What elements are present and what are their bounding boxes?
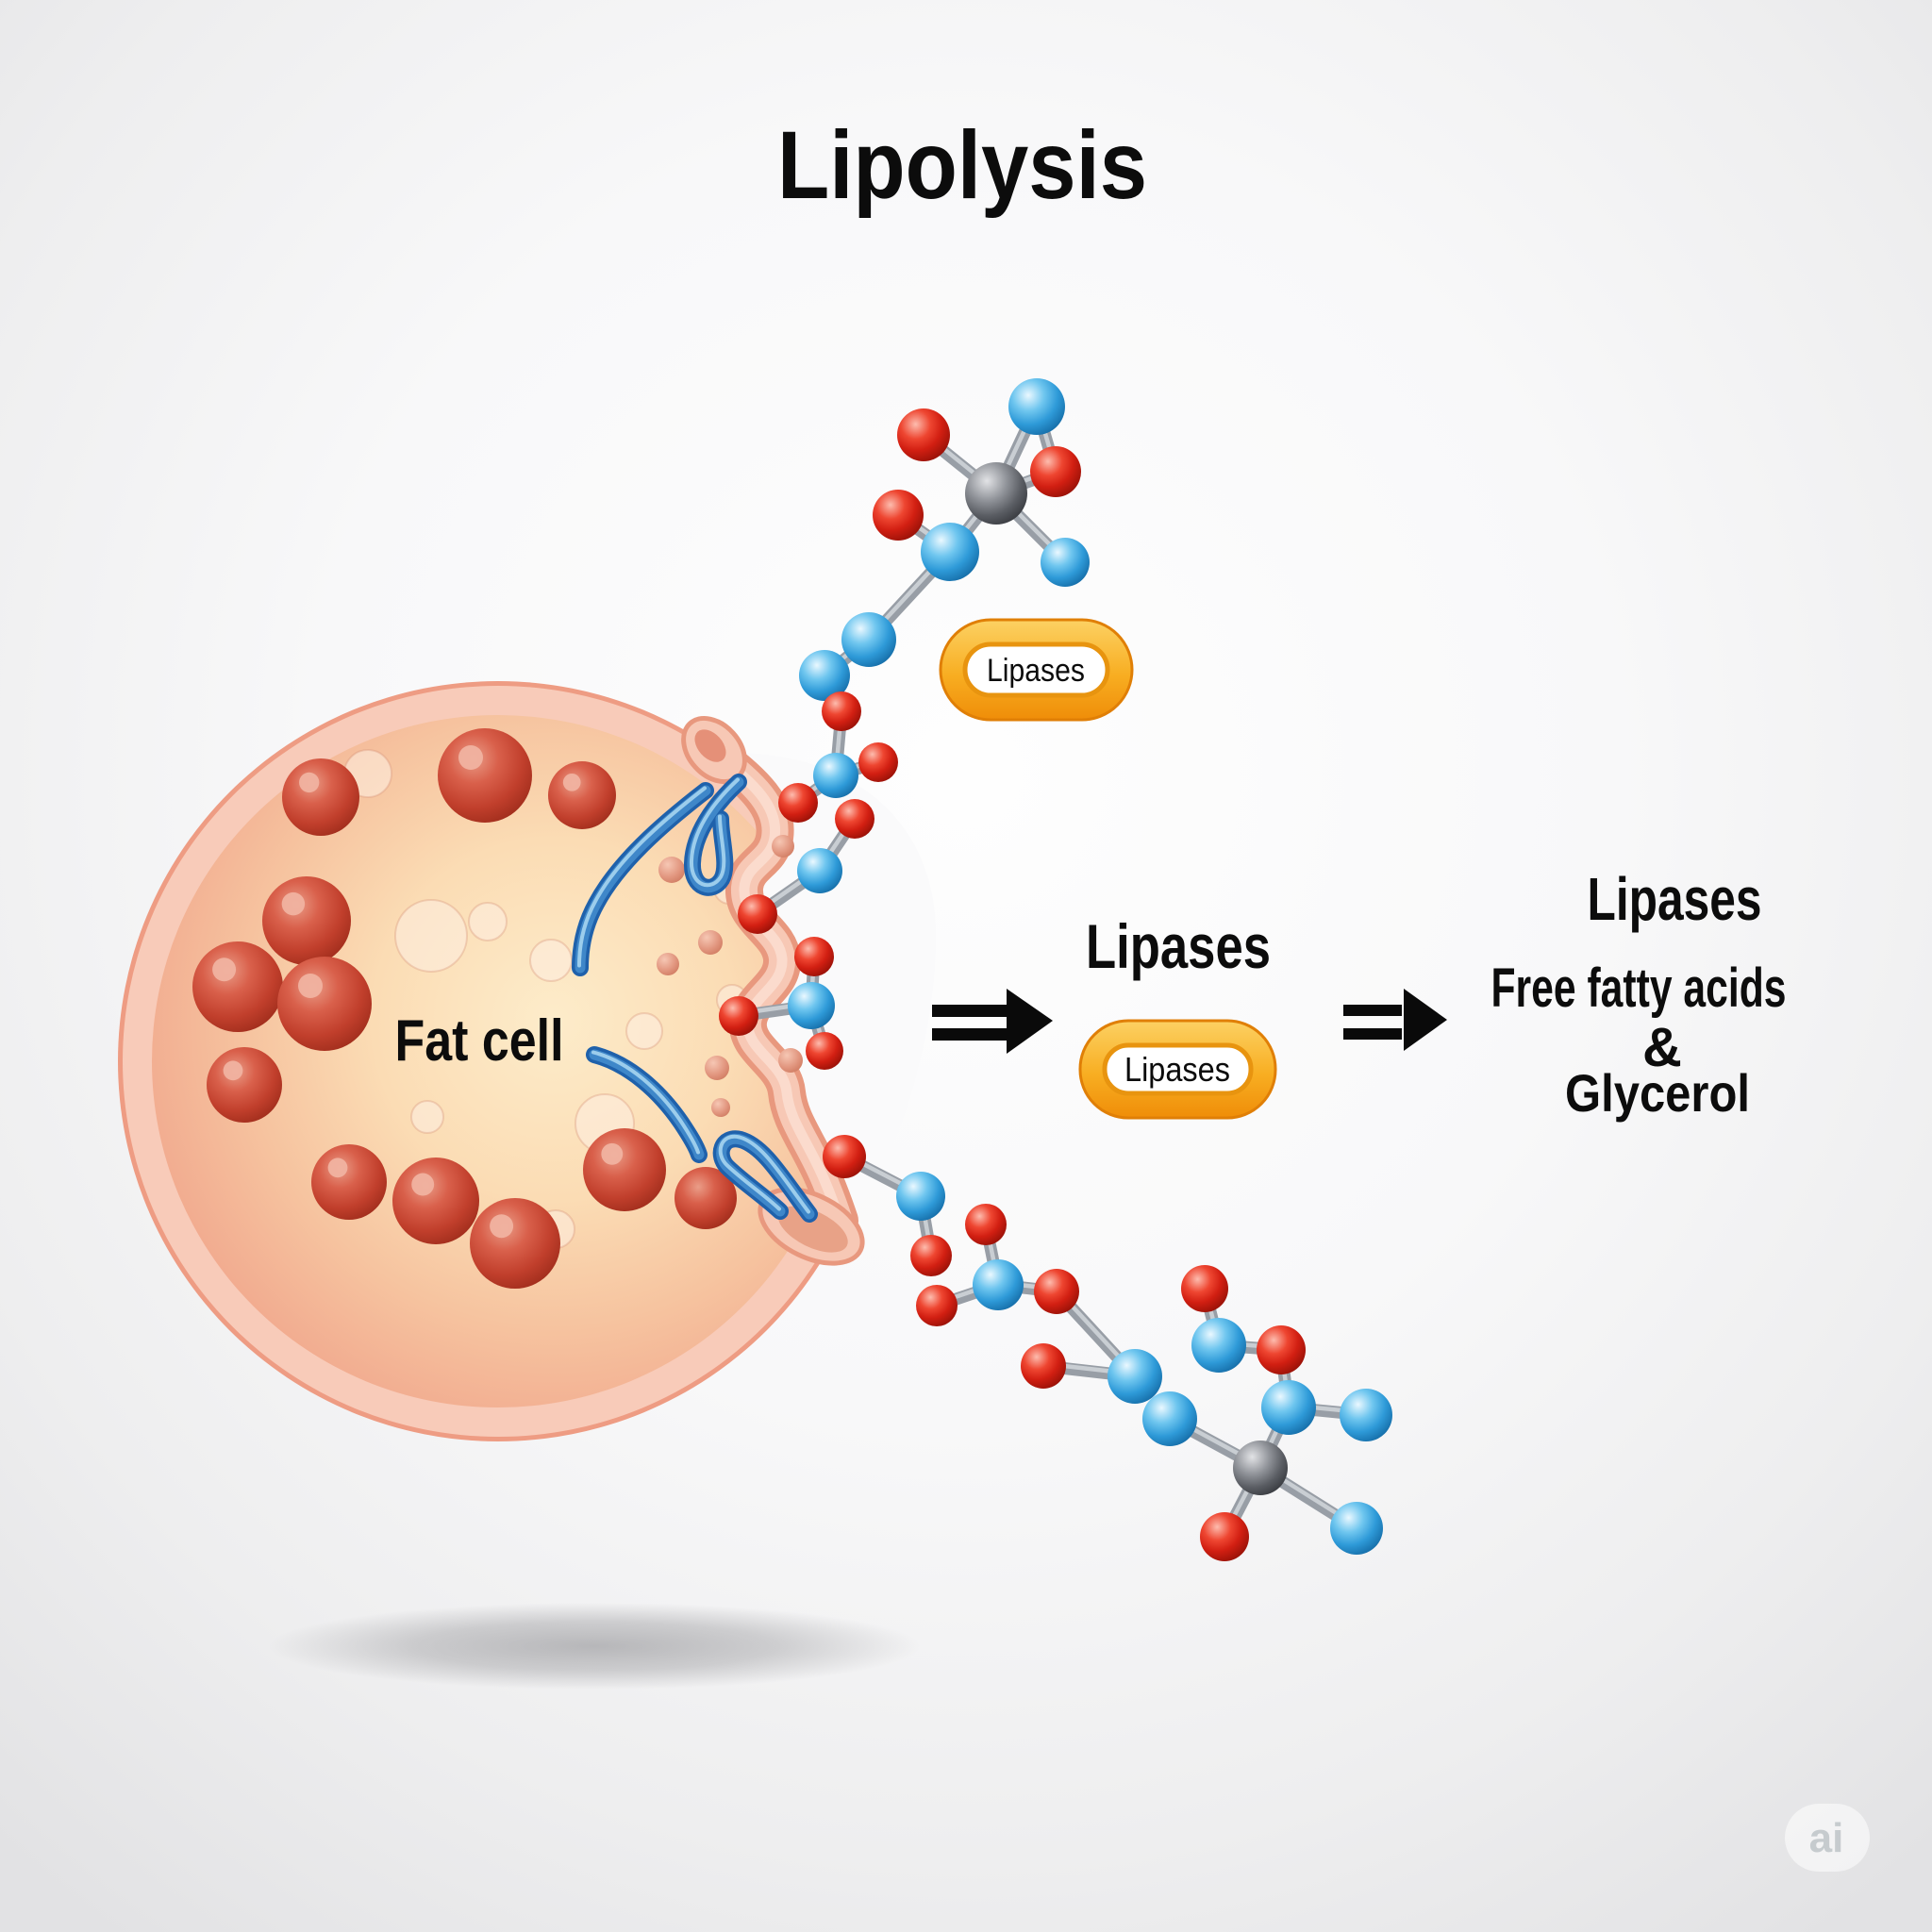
lipase-squiggle <box>572 782 714 976</box>
atom-red <box>965 1204 1007 1245</box>
lipid-droplet <box>311 1144 387 1220</box>
vesicle-dots <box>657 835 803 1117</box>
atom-red <box>719 996 758 1036</box>
products-text-block: Lipases Free fatty acids & Glycerol <box>1491 865 1787 1123</box>
atom-red <box>778 783 818 823</box>
products-free-fatty-acids: Free fatty acids <box>1491 958 1787 1019</box>
lipid-droplet <box>392 1158 479 1244</box>
lipases-pill-middle-label: Lipases <box>1124 1050 1230 1089</box>
membrane-cap-top <box>681 715 747 785</box>
cell-shadow <box>142 1586 1047 1707</box>
atom-blue <box>1330 1502 1383 1555</box>
reaction-arrow-left <box>932 989 1053 1054</box>
lipases-pill-middle: Lipases <box>1078 1019 1277 1120</box>
molecules <box>719 378 1392 1561</box>
molecule-fragment-middle <box>719 937 843 1070</box>
vesicle-dot <box>657 953 679 975</box>
products-lipases: Lipases <box>1588 865 1762 933</box>
atom-blue <box>1340 1389 1392 1441</box>
atom-blue <box>797 848 842 893</box>
lipid-droplet <box>282 758 359 836</box>
vesicle-dot <box>711 1098 730 1117</box>
atom-red <box>738 894 777 934</box>
reaction-arrow-right <box>1343 989 1447 1051</box>
lipid-droplet <box>548 761 616 829</box>
lipid-droplet <box>438 728 532 823</box>
atom-blue <box>1041 538 1090 587</box>
atom-red <box>822 691 861 731</box>
molecule-fragment-upper <box>738 691 898 934</box>
atom-red <box>1021 1343 1066 1389</box>
atom-blue <box>973 1259 1024 1310</box>
lipase-squiggle <box>712 1130 818 1223</box>
cytoplasm-bubble <box>410 1100 444 1134</box>
atom-red <box>897 408 950 461</box>
ai-watermark-text: ai <box>1809 1815 1844 1861</box>
vesicle-dot <box>772 835 794 858</box>
lipase-squiggles-inside <box>572 782 714 1163</box>
atom-blue <box>1008 378 1065 435</box>
atom-blue <box>799 650 850 701</box>
lipid-droplet <box>277 957 372 1051</box>
lipase-squiggle <box>684 774 747 896</box>
lipid-droplet <box>262 876 351 965</box>
atom-blue <box>788 982 835 1029</box>
atom-red <box>1257 1325 1306 1374</box>
atom-gray <box>1233 1441 1288 1495</box>
atom-blue <box>841 612 896 667</box>
vesicle-dot <box>658 857 685 883</box>
atom-blue <box>813 753 858 798</box>
atom-blue <box>896 1172 945 1221</box>
atom-blue <box>1191 1318 1246 1373</box>
cytoplasm-bubble <box>394 899 468 973</box>
atom-red <box>916 1285 958 1326</box>
lipases-pill-top-label: Lipases <box>987 653 1085 689</box>
lipid-droplet <box>675 1167 737 1229</box>
lipase-squiggles-outside <box>684 774 818 1223</box>
atom-blue <box>1142 1391 1197 1446</box>
lipid-droplets <box>192 728 737 1289</box>
atom-red <box>823 1135 866 1178</box>
lipid-droplet <box>207 1047 282 1123</box>
lipases-pill-top: Lipases <box>939 618 1134 722</box>
atom-blue <box>921 523 979 581</box>
atom-red <box>1034 1269 1079 1314</box>
middle-lipases-heading: Lipases <box>1086 911 1271 981</box>
fat-cell-label: Fat cell <box>395 1008 564 1074</box>
atom-red <box>1181 1265 1228 1312</box>
atom-red <box>1200 1512 1249 1561</box>
cytoplasm-bubble <box>529 939 573 982</box>
vesicle-dot <box>705 1056 729 1080</box>
atom-blue <box>1108 1349 1162 1404</box>
molecule-glycerol-backbone-top <box>799 378 1090 701</box>
ai-watermark-badge: ai <box>1785 1804 1870 1872</box>
atom-red <box>1030 446 1081 497</box>
atom-gray <box>965 462 1027 525</box>
cytoplasm-bubble <box>625 1012 663 1050</box>
atom-red <box>910 1235 952 1276</box>
lipase-squiggle <box>586 1046 708 1163</box>
lipid-droplet <box>470 1198 560 1289</box>
products-ampersand: & <box>1642 1017 1682 1078</box>
lipid-droplet <box>192 941 283 1032</box>
atom-red <box>835 799 874 839</box>
atom-red <box>794 937 834 976</box>
molecule-fatty-acid-chain-bottom <box>823 1135 1392 1561</box>
products-glycerol: Glycerol <box>1565 1063 1750 1123</box>
vesicle-dot <box>698 930 723 955</box>
page-title: Lipolysis <box>777 111 1147 219</box>
atom-red <box>873 490 924 541</box>
vesicle-dot <box>778 1048 803 1073</box>
cytoplasm-bubble <box>468 902 508 941</box>
atom-blue <box>1261 1380 1316 1435</box>
atom-red <box>806 1032 843 1070</box>
atom-red <box>858 742 898 782</box>
lipid-droplet <box>583 1128 666 1211</box>
